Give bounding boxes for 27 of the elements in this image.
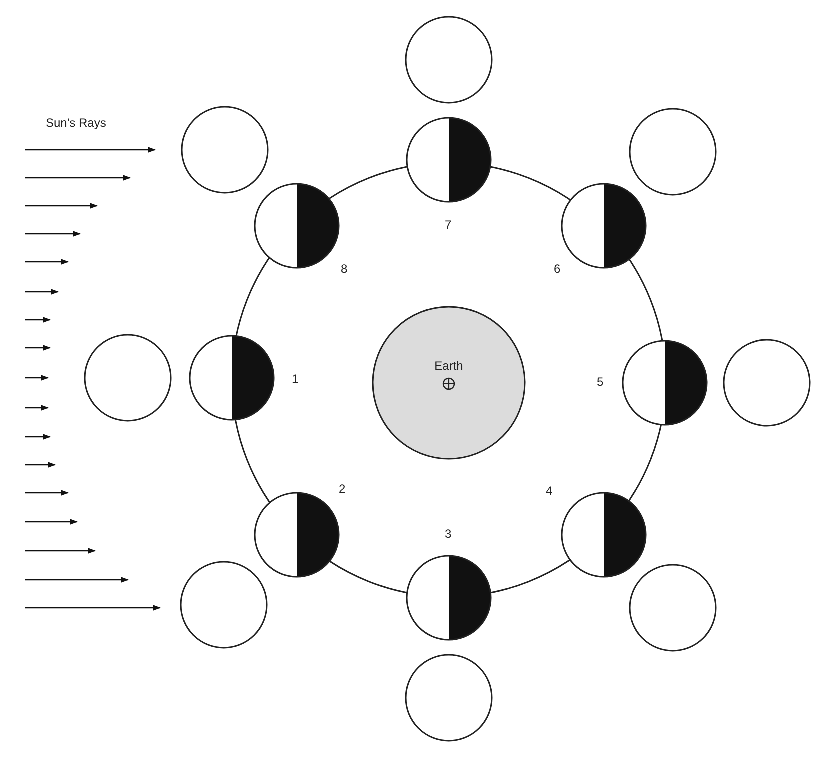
blank-answer-circle bbox=[629, 108, 717, 196]
phase-number: 7 bbox=[445, 218, 452, 232]
moon-phase-circle bbox=[254, 492, 340, 578]
phase-number: 6 bbox=[554, 262, 561, 276]
blank-answer-circle bbox=[181, 106, 269, 194]
phase-number: 8 bbox=[341, 262, 348, 276]
blank-answer-circle bbox=[629, 564, 717, 652]
blank-answer-circle bbox=[405, 16, 493, 104]
blank-answer-circle bbox=[405, 654, 493, 742]
phase-number: 3 bbox=[445, 527, 452, 541]
earth-circle bbox=[372, 306, 526, 460]
phase-number: 1 bbox=[292, 372, 299, 386]
blank-answer-circle bbox=[180, 561, 268, 649]
moon-phase-circle bbox=[561, 492, 647, 578]
earth-label: Earth bbox=[434, 359, 464, 373]
phase-number: 2 bbox=[339, 482, 346, 496]
blank-answer-circle bbox=[723, 339, 811, 427]
moon-phase-circle bbox=[622, 340, 708, 426]
blank-answer-circle bbox=[84, 334, 172, 422]
phase-number: 4 bbox=[546, 484, 553, 498]
moon-phase-circle bbox=[561, 183, 647, 269]
moon-phase-circle bbox=[406, 117, 492, 203]
moon-phase-circle bbox=[254, 183, 340, 269]
moon-phase-circle bbox=[406, 555, 492, 641]
moon-phase-circle bbox=[189, 335, 275, 421]
sun-rays-label: Sun's Rays bbox=[46, 116, 106, 130]
phase-number: 5 bbox=[597, 375, 604, 389]
